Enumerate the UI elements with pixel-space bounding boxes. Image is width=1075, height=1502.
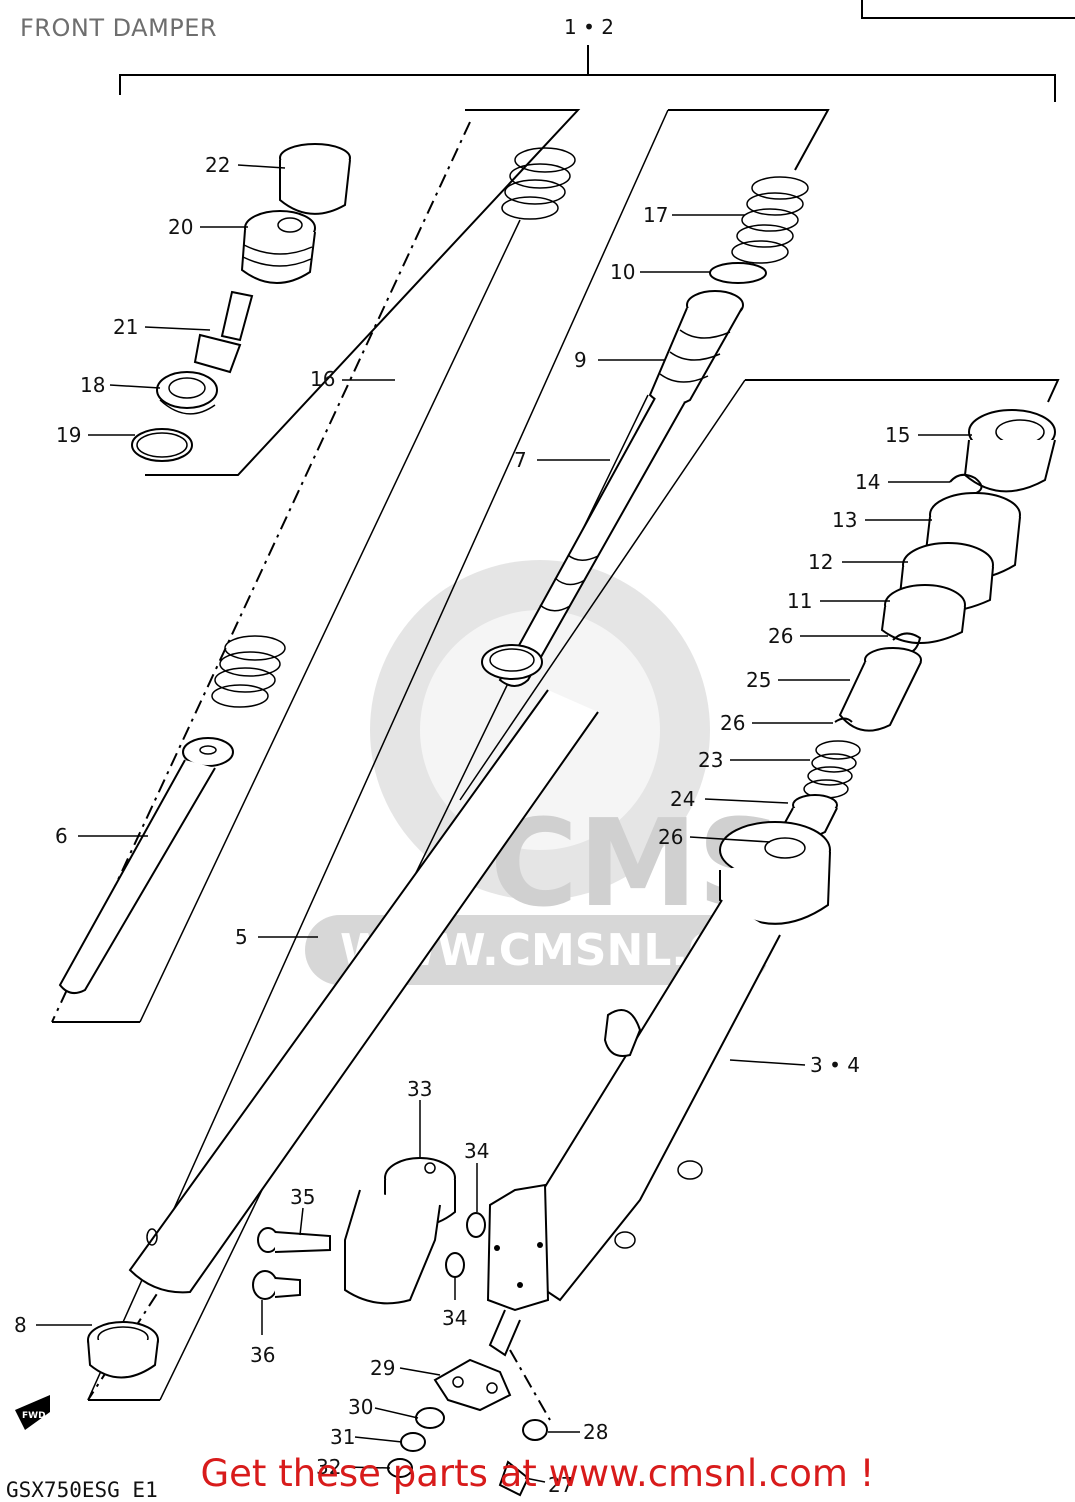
fwd-badge-text: FWD [22,1411,46,1421]
part-29-clamp [433,1358,512,1412]
callout-18: 18 [80,373,105,397]
callout-35: 35 [290,1185,315,1209]
callout-25: 25 [746,668,771,692]
callout-13: 13 [832,508,857,532]
model-code: GSX750ESG E1 [6,1478,158,1502]
part-34-washer-bottom [445,1252,465,1278]
callout-34-bottom: 34 [442,1306,467,1330]
callout-19: 19 [56,423,81,447]
part-6-spacer [58,737,234,995]
part-7-seat [481,644,543,680]
callout-3-4: 3 • 4 [810,1053,860,1077]
callout-28: 28 [583,1420,608,1444]
callout-14: 14 [855,470,880,494]
part-28-washer [522,1419,548,1441]
part-30-washer [415,1407,445,1429]
corner-bracket [861,0,1075,19]
footer-link[interactable]: Get these parts at www.cmsnl.com ! [200,1452,875,1495]
part-21-valve [193,290,254,374]
part-17-spring [731,176,809,264]
panel-c-left-edge [459,379,746,801]
callout-32: 32 [316,1455,341,1479]
part-7-rod [498,397,686,687]
panel-b-left-edge [87,109,669,1401]
part-9-piston [648,290,744,406]
part-8-seal [87,1321,159,1379]
callout-24: 24 [670,787,695,811]
callout-26-middle: 26 [720,711,745,735]
callout-9: 9 [574,348,587,372]
callout-8: 8 [14,1313,27,1337]
page-title: FRONT DAMPER [20,14,218,42]
part-16-spring-top [501,147,576,220]
panel-a-right-edge [139,219,521,1023]
part-14-clip [949,473,983,496]
callout-26-lower: 26 [658,825,683,849]
callout-7: 7 [514,448,527,472]
callouts: 1 • 2 22 20 21 18 19 16 6 17 10 9 7 5 8 … [14,15,910,1497]
part-10-ring [709,262,767,284]
callout-36: 36 [250,1343,275,1367]
callout-30: 30 [348,1395,373,1419]
callout-10: 10 [610,260,635,284]
part-31-nut [400,1432,426,1452]
part-19-oring [131,428,193,462]
mounting-dash [509,1349,551,1421]
part-26-ring-middle [834,717,853,723]
part-36-bolt [252,1270,301,1300]
leader-lines [36,164,972,1483]
part-18-ring [156,371,218,415]
panel-outline-b [668,109,830,171]
part-3-4-bracket [486,1183,550,1357]
callout-31: 31 [330,1425,355,1449]
part-23-spring [803,740,861,799]
callout-29: 29 [370,1356,395,1380]
part-3-4-outer-tube [528,821,831,1302]
part-20-bolt [240,210,316,284]
panel-a-dash [51,121,471,1023]
callout-27: 27 [548,1473,573,1497]
assembly-bracket [119,74,1056,102]
callout-26-upper: 26 [768,624,793,648]
part-25-cylinder [838,647,922,732]
part-16-spring-bottom [211,635,286,708]
callout-15: 15 [885,423,910,447]
callout-5: 5 [235,925,248,949]
panel-outline-c [745,379,1060,403]
callout-34-top: 34 [464,1139,489,1163]
callout-6: 6 [55,824,68,848]
part-22-cap [279,143,351,215]
callout-12: 12 [808,550,833,574]
callout-21: 21 [113,315,138,339]
callout-20: 20 [168,215,193,239]
panel-outline-a [145,109,581,476]
part-15-dust-seal [963,409,1056,493]
callout-33: 33 [407,1077,432,1101]
callout-16: 16 [310,367,335,391]
callout-17: 17 [643,203,668,227]
callout-11: 11 [787,589,812,613]
part-27-stud [498,1460,530,1497]
callout-1-2: 1 • 2 [564,15,614,39]
part-33-adjuster [344,1157,456,1305]
part-35-bolt [257,1227,331,1253]
part-34-washer-top [466,1212,486,1238]
fwd-badge: FWD [15,1395,50,1430]
callout-23: 23 [698,748,723,772]
part-5-tube [128,689,599,1294]
callout-22: 22 [205,153,230,177]
part-11-bushing [880,584,966,644]
